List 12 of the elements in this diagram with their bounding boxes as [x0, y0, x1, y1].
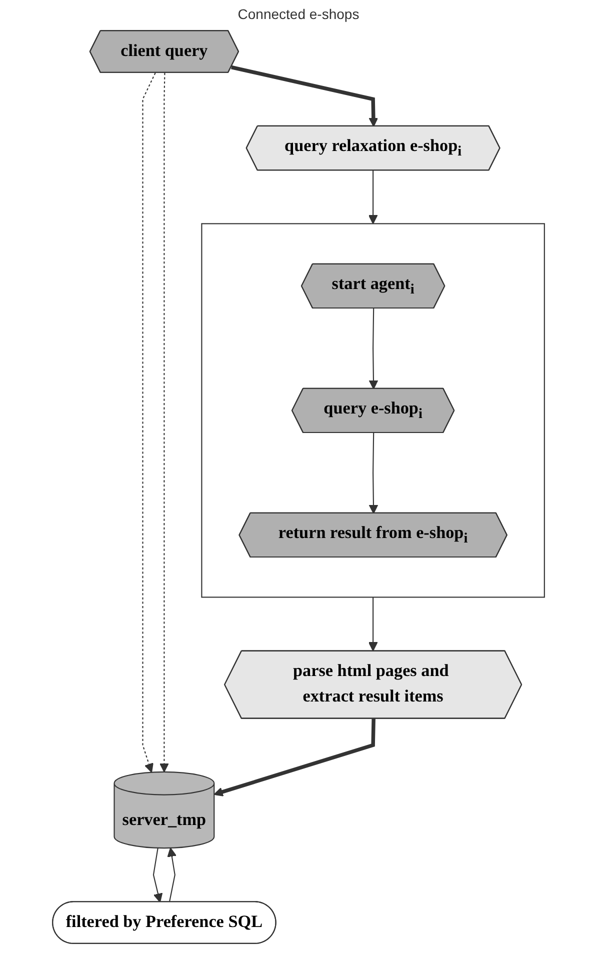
arrow — [368, 597, 378, 652]
arrow — [214, 718, 376, 796]
arrow — [159, 72, 169, 772]
arrow — [167, 848, 177, 902]
arrow — [368, 170, 378, 224]
arrow — [152, 848, 163, 903]
arrow — [368, 308, 378, 390]
arrow — [142, 72, 156, 773]
note-text: Connected e-shops — [238, 6, 360, 22]
cluster — [201, 223, 545, 598]
arrow — [368, 433, 378, 514]
arrow — [230, 65, 378, 127]
